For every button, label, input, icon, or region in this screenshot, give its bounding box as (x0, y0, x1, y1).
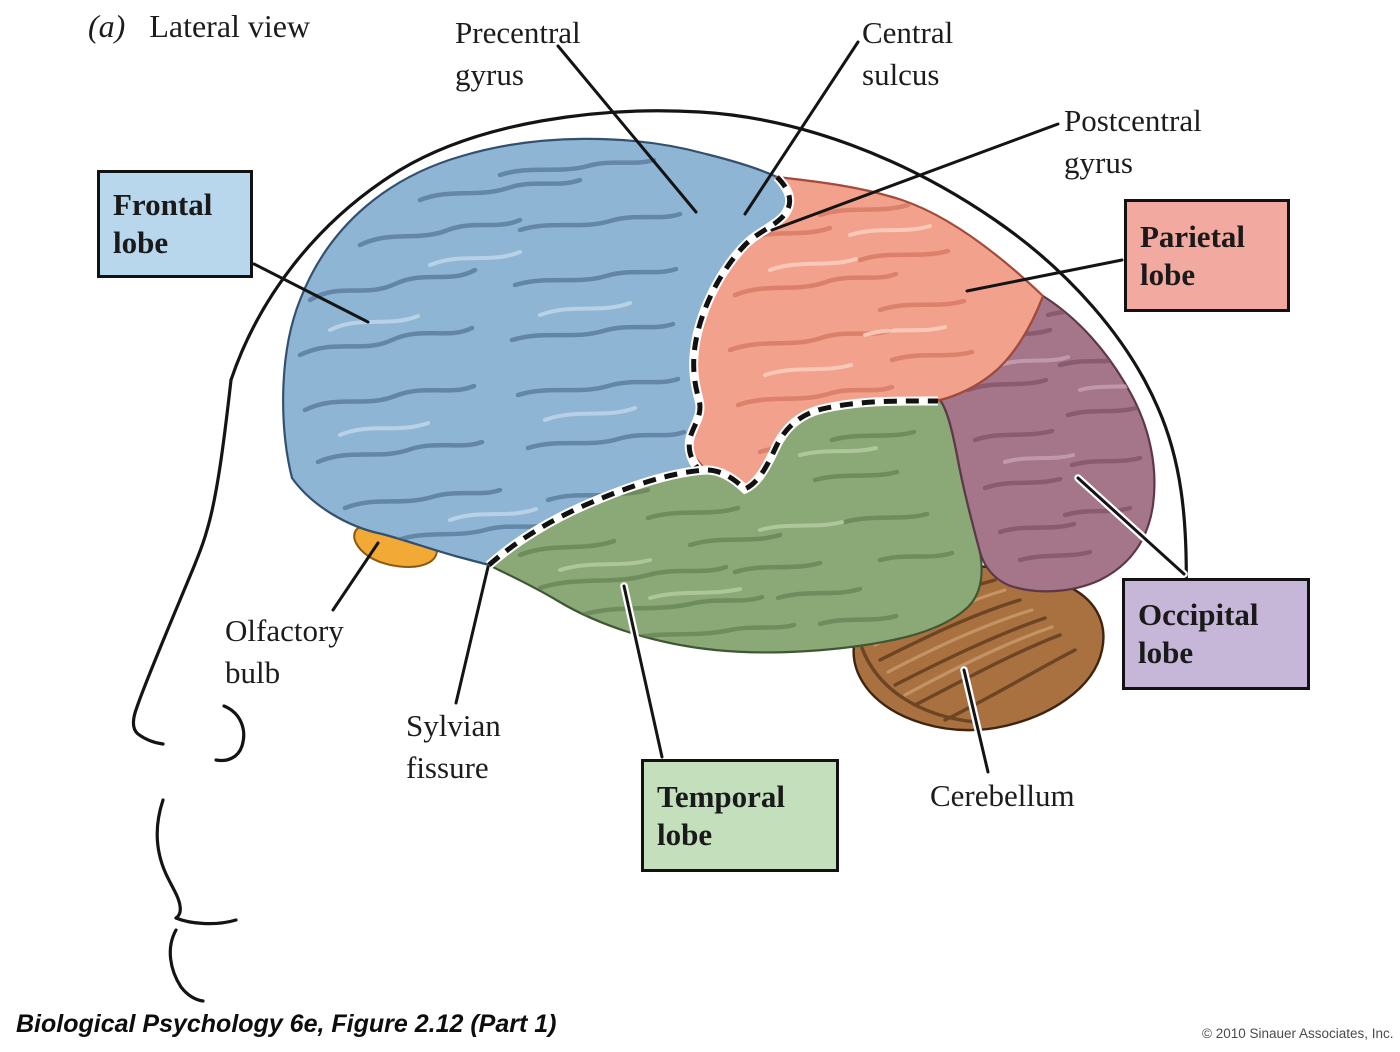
label-sylvian-fissure: Sylvian fissure (406, 708, 501, 785)
mouth-line (174, 916, 238, 926)
cerebellum-leader (962, 668, 990, 774)
label-olfactory-bulb: Olfactory bulb (225, 613, 344, 690)
sylvian-leader (454, 565, 490, 705)
temporal-leader (622, 584, 664, 759)
cerebellum-region (852, 565, 1105, 732)
label-central-sulcus: Central sulcus (862, 15, 954, 92)
frontal-lobe-region (282, 137, 791, 567)
precentral-leader (556, 44, 698, 214)
postcentral-leader (770, 122, 1060, 232)
chin-line (168, 928, 205, 1003)
caption-figure-number: Figure 2.12 (Part 1) (324, 1010, 557, 1038)
skull-outline (229, 109, 1188, 599)
leader-lines (252, 40, 1188, 776)
head-outline (131, 109, 1188, 1003)
olfactory-leader (331, 541, 380, 612)
label-postcentral-gyrus: Postcentral gyrus (1064, 103, 1202, 180)
label-precentral-gyrus: Precentral gyrus (455, 15, 581, 92)
temporal-lobe-box: Temporal lobe (641, 759, 839, 872)
panel-letter: (a) (88, 8, 126, 44)
occipital-leader (1076, 476, 1186, 576)
frontal-leader (252, 262, 370, 324)
face-profile (131, 378, 233, 746)
parietal-lobe-box: Parietal lobe (1124, 199, 1290, 312)
figure-caption: Biological Psychology 6e, Figure 2.12 (P… (16, 1010, 556, 1039)
upper-lip-line (155, 798, 182, 920)
frontal-lobe-box: Frontal lobe (97, 170, 253, 278)
fissure-boundaries (486, 173, 939, 569)
central-sulcus-line-casing (684, 173, 795, 474)
sylvian-fissure-line (487, 398, 939, 567)
label-cerebellum: Cerebellum (930, 778, 1075, 813)
temporal-lobe-region (487, 398, 983, 654)
view-title: Lateral view (149, 8, 311, 44)
central-sulcus-leader (743, 40, 860, 216)
copyright-notice: © 2010 Sinauer Associates, Inc. (1202, 1026, 1394, 1041)
panel-title: (a) Lateral view (88, 8, 310, 45)
parietal-leader (965, 258, 1124, 293)
occipital-lobe-box: Occipital lobe (1122, 578, 1310, 690)
caption-source: Biological Psychology 6e, (16, 1010, 325, 1038)
nostril-line (214, 704, 246, 763)
